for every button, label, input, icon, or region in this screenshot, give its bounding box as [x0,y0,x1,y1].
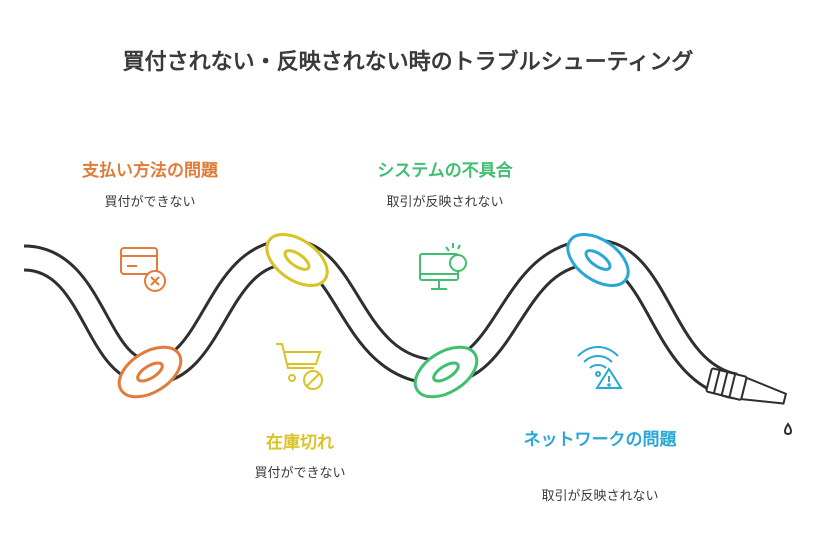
knot-green [413,345,479,399]
wifi-warning-icon [577,346,623,389]
cart-blocked-icon [276,343,323,390]
water-drop-icon [784,422,792,436]
item-desc-payment: 買付ができない [104,195,196,210]
item-label-stock: 在庫切れ [266,433,334,453]
hose-nozzle [705,367,788,405]
knot-yellow [265,233,329,287]
monitor-alert-icon [419,243,467,290]
credit-card-cancel-icon [120,247,166,292]
page-title: 買付されない・反映されない時のトラブルシューティング [122,50,694,75]
knot-orange [117,345,183,399]
item-label-system: システムの不具合 [377,161,513,181]
item-label-network: ネットワークの問題 [523,430,677,450]
item-label-payment: 支払い方法の問題 [82,161,218,181]
knot-blue [566,233,630,287]
item-desc-stock: 買付ができない [254,466,346,481]
item-desc-system: 取引が反映されない [386,195,504,210]
item-desc-network: 取引が反映されない [541,489,659,504]
